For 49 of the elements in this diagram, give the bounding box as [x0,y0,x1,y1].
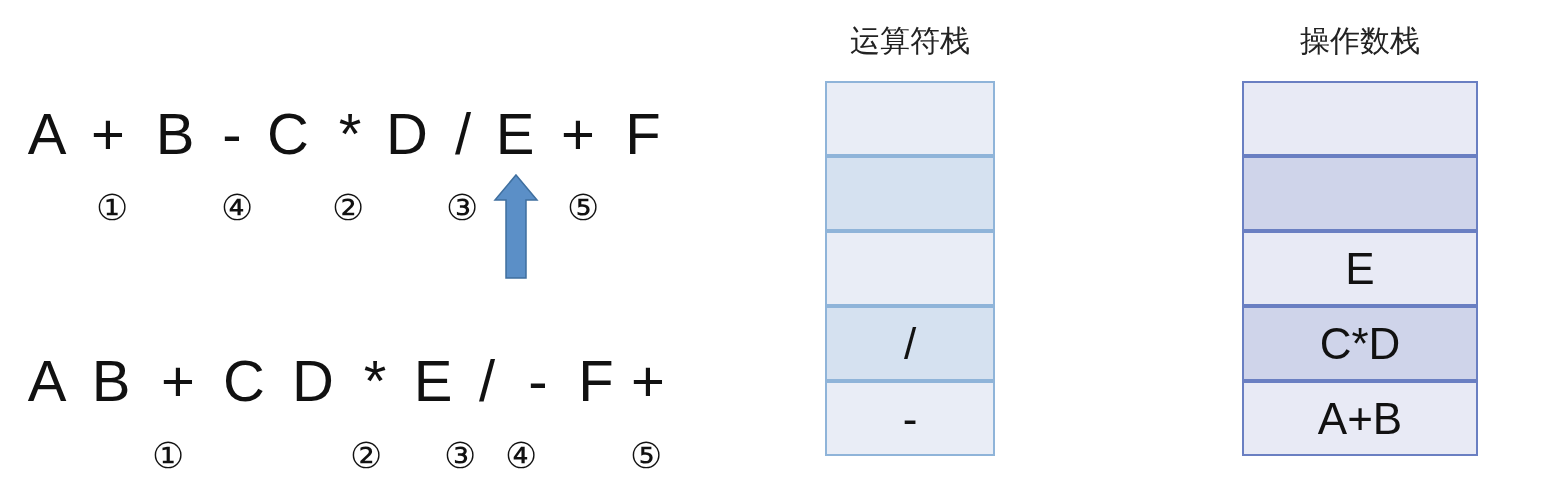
expression-symbol: B [91,346,131,414]
step-number: ① [96,186,128,228]
stack-value: C*D [1319,318,1401,369]
expression-symbol: A [27,346,67,414]
expression-symbol: E [495,99,535,167]
expression-symbol: / [478,346,496,414]
expression-symbol: + [631,346,665,414]
expression-symbol: D [292,346,334,414]
stack-slot [1242,231,1478,306]
stack-value: E [1345,243,1375,294]
expression-symbol: * [338,99,362,167]
stack-value: A+B [1317,393,1403,444]
step-number: ② [332,186,364,228]
expression-symbol: F [625,99,661,167]
step-number: ② [350,434,382,476]
stack-slot [825,156,995,231]
expression-symbol: + [91,99,125,167]
expression-symbol: F [578,346,614,414]
stack-slot [1242,381,1478,456]
step-number: ④ [221,186,253,228]
expression-symbol: B [155,99,195,167]
step-number: ① [152,434,184,476]
stack-slot [825,81,995,156]
stack-slot [1242,306,1478,381]
expression-symbol: + [561,99,595,167]
expression-symbol: C [267,99,309,167]
stack-heading: 操作数栈 [1300,22,1420,60]
expression-symbol: * [363,346,387,414]
stack-slot [825,231,995,306]
stack-slot [1242,81,1478,156]
expression-symbol: D [386,99,428,167]
stack-value: - [902,393,918,444]
step-number: ③ [446,186,478,228]
step-number: ⑤ [567,186,599,228]
stack-slot [1242,156,1478,231]
expression-symbol: / [454,99,472,167]
stack-slot [825,381,995,456]
expression-symbol: A [27,99,67,167]
expression-symbol: - [528,346,548,414]
expression-symbol: C [223,346,265,414]
expression-symbol: + [161,346,195,414]
stack-heading: 运算符栈 [850,22,970,60]
stack-value: / [903,318,917,369]
stack-slot [825,306,995,381]
expression-symbol: E [413,346,453,414]
step-number: ③ [444,434,476,476]
step-number: ④ [505,434,537,476]
step-number: ⑤ [630,434,662,476]
expression-symbol: - [222,99,242,167]
